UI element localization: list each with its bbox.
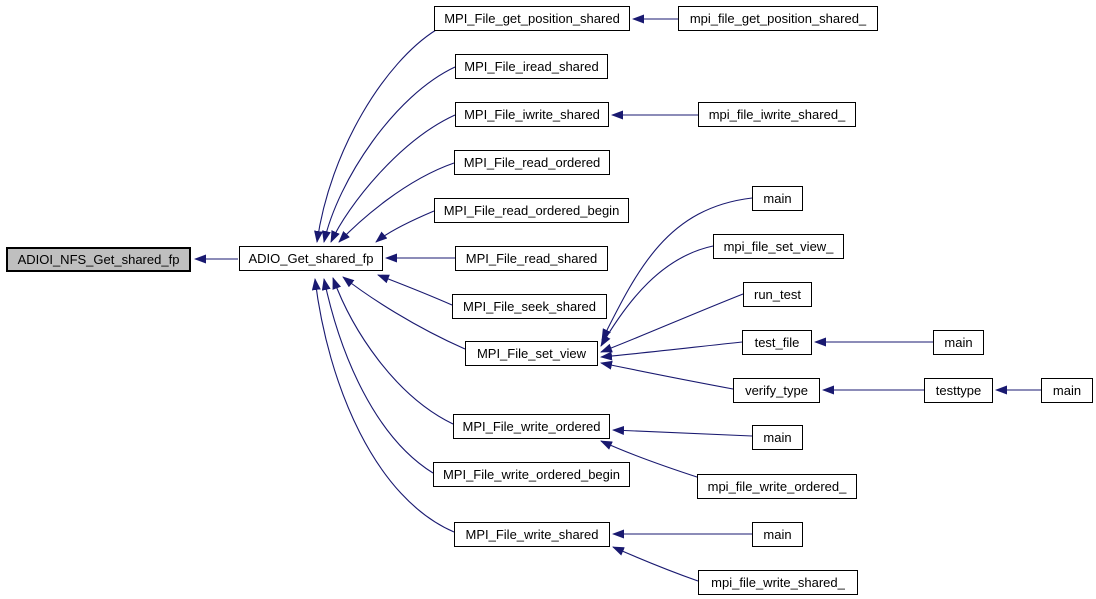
node-mpi-file-iread-shared[interactable]: MPI_File_iread_shared	[455, 54, 608, 79]
node-mpi-file-write-shared[interactable]: MPI_File_write_shared	[454, 522, 610, 547]
edge-write-ordered-to-adio	[332, 277, 454, 425]
node-test-file[interactable]: test_file	[742, 330, 812, 355]
node-mpi-file-write-shared-f[interactable]: mpi_file_write_shared_	[698, 570, 858, 595]
edge-seek-shared-to-adio	[377, 274, 453, 306]
edge-test-file-to-set-view	[600, 341, 743, 361]
node-main-test-file[interactable]: main	[933, 330, 984, 355]
edge-write-shared-to-adio	[311, 278, 455, 533]
node-verify-type[interactable]: verify_type	[733, 378, 820, 403]
node-mpi-file-set-view-f[interactable]: mpi_file_set_view_	[713, 234, 844, 259]
node-mpi-file-iwrite-shared-f[interactable]: mpi_file_iwrite_shared_	[698, 102, 856, 127]
node-main-set-view[interactable]: main	[752, 186, 803, 211]
edge-main-to-set-view	[601, 197, 753, 341]
edge-f-write-ordered-to-write-ordered	[600, 440, 701, 479]
node-mpi-file-get-position-shared[interactable]: MPI_File_get_position_shared	[434, 6, 630, 31]
node-mpi-file-seek-shared[interactable]: MPI_File_seek_shared	[452, 294, 607, 319]
node-adio-get-shared-fp[interactable]: ADIO_Get_shared_fp	[239, 246, 383, 271]
node-mpi-file-get-position-shared-f[interactable]: mpi_file_get_position_shared_	[678, 6, 878, 31]
node-mpi-file-set-view[interactable]: MPI_File_set_view	[465, 341, 598, 366]
edge-get-position-shared-to-adio	[314, 29, 437, 243]
edge-f-write-shared-to-write-shared	[612, 546, 699, 582]
node-mpi-file-write-ordered[interactable]: MPI_File_write_ordered	[453, 414, 610, 439]
node-main-write-shared[interactable]: main	[752, 522, 803, 547]
edge-read-ordered-begin-to-adio	[375, 210, 435, 243]
edge-write-ordered-begin-to-adio	[321, 278, 434, 474]
node-mpi-file-read-shared[interactable]: MPI_File_read_shared	[455, 246, 608, 271]
node-mpi-file-write-ordered-begin[interactable]: MPI_File_write_ordered_begin	[433, 462, 630, 487]
node-testtype[interactable]: testtype	[924, 378, 993, 403]
edge-verify-type-to-set-view	[600, 360, 734, 390]
edge-iwrite-shared-to-adio	[330, 114, 456, 243]
edge-read-ordered-to-adio	[338, 162, 455, 243]
edge-set-view-to-adio	[342, 276, 466, 350]
node-mpi-file-read-ordered-begin[interactable]: MPI_File_read_ordered_begin	[434, 198, 629, 223]
edge-main-to-write-ordered	[612, 425, 753, 437]
edge-run-test-to-set-view	[600, 293, 744, 353]
node-main-write-ordered[interactable]: main	[752, 425, 803, 450]
node-run-test[interactable]: run_test	[743, 282, 812, 307]
edge-iread-shared-to-adio	[322, 66, 456, 243]
node-mpi-file-read-ordered[interactable]: MPI_File_read_ordered	[454, 150, 610, 175]
node-main-testtype[interactable]: main	[1041, 378, 1093, 403]
node-mpi-file-write-ordered-f[interactable]: mpi_file_write_ordered_	[697, 474, 857, 499]
node-adioi-nfs-get-shared-fp: ADIOI_NFS_Get_shared_fp	[6, 247, 191, 272]
edge-f-set-view-to-set-view	[600, 245, 714, 347]
node-mpi-file-iwrite-shared[interactable]: MPI_File_iwrite_shared	[455, 102, 609, 127]
